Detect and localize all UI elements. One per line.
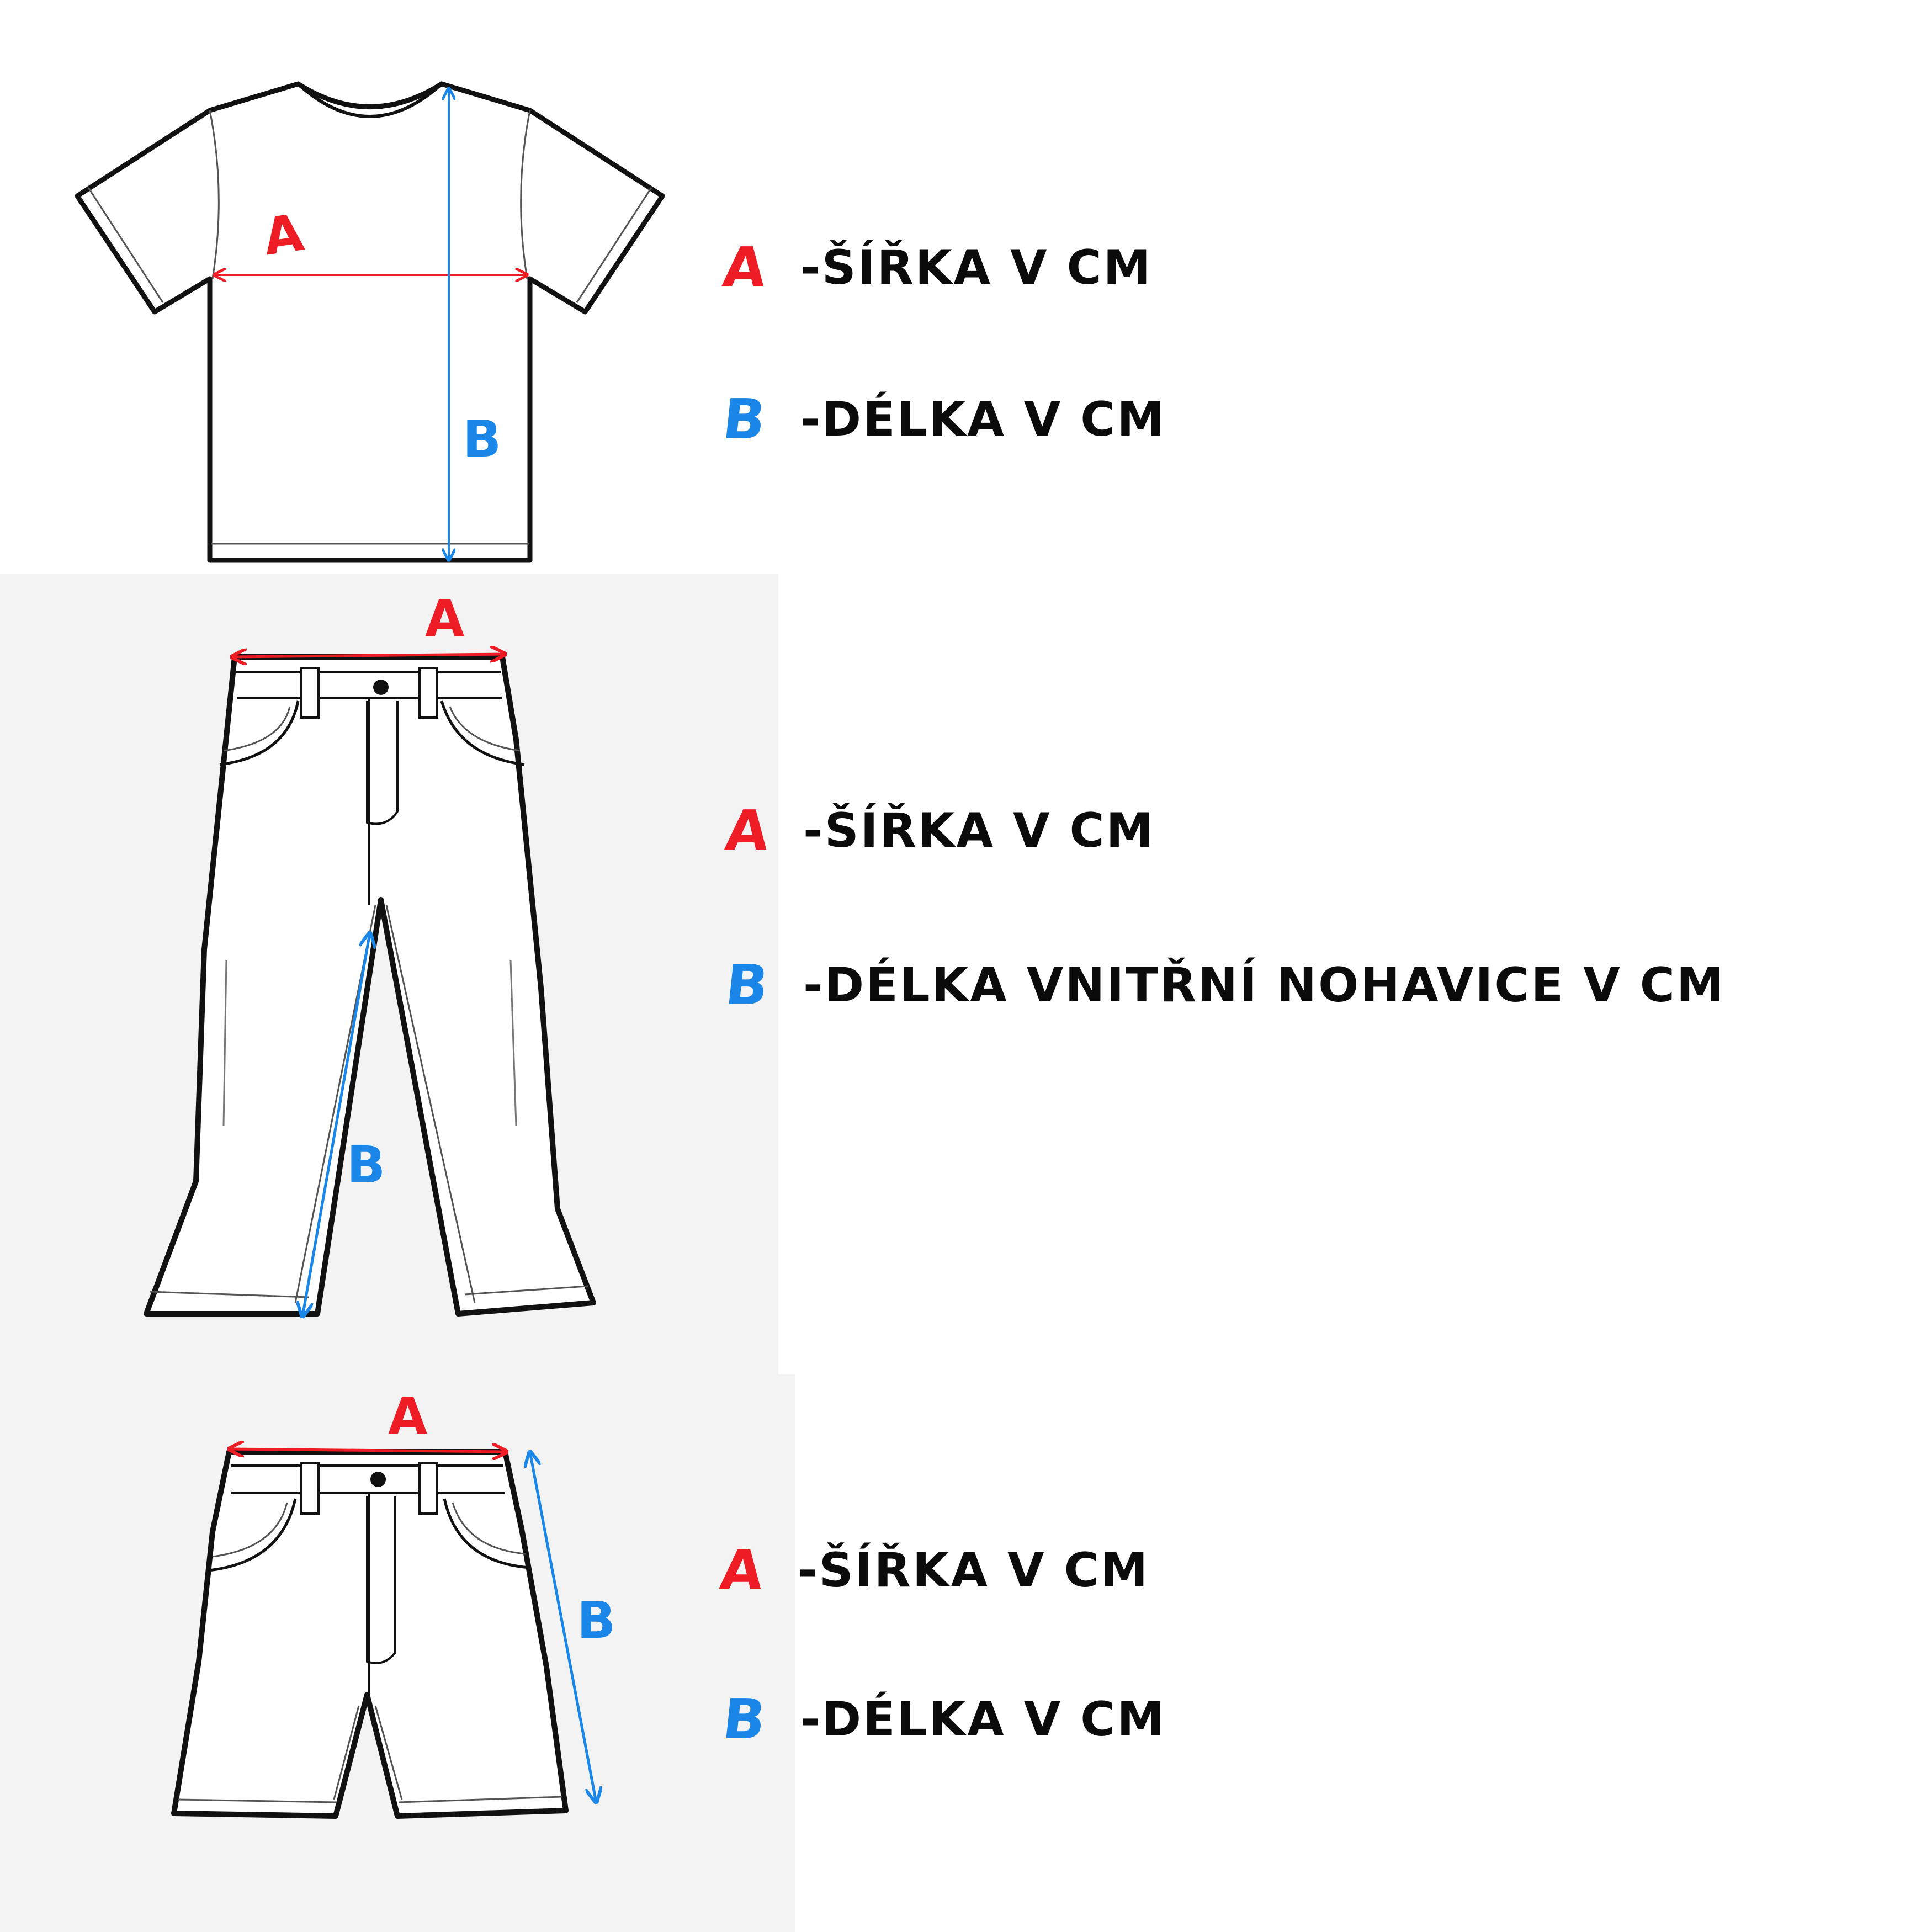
legend-text-length: -DÉLKA V CM: [800, 1692, 1166, 1747]
shorts-legend-row-a: A -ŠÍŘKA V CM: [716, 1538, 1150, 1602]
tshirt-label-b: B: [463, 410, 502, 469]
pants-width-arrow: [232, 654, 505, 657]
shorts-length-arrow: [530, 1452, 596, 1802]
tshirt-legend-row-b: B -DÉLKA V CM: [719, 387, 1166, 452]
pants-label-b: B: [347, 1135, 386, 1195]
legend-letter-a: A: [719, 235, 769, 300]
legend-letter-b: B: [719, 387, 769, 452]
legend-letter-b: B: [719, 1687, 769, 1751]
shorts-illustration: [171, 1374, 795, 1819]
pants-inseam-arrow: [302, 933, 370, 1317]
tshirt-label-a: A: [259, 203, 307, 267]
shorts-width-arrow: [229, 1449, 507, 1452]
legend-text-inseam: -DÉLKA VNITŘNÍ NOHAVICE V CM: [803, 958, 1726, 1013]
legend-text-length: -DÉLKA V CM: [800, 392, 1166, 447]
legend-letter-a: A: [716, 1538, 767, 1602]
shorts-legend-row-b: B -DÉLKA V CM: [719, 1687, 1166, 1751]
tshirt-illustration: [75, 81, 665, 563]
legend-text-width: -ŠÍŘKA V CM: [800, 240, 1153, 295]
legend-text-width: -ŠÍŘKA V CM: [803, 803, 1155, 858]
tshirt-legend-row-a: A -ŠÍŘKA V CM: [719, 235, 1153, 300]
pants-legend-row-b: B -DÉLKA VNITŘNÍ NOHAVICE V CM: [722, 953, 1726, 1017]
pants-illustration: [144, 574, 596, 1374]
pants-legend-row-a: A -ŠÍŘKA V CM: [722, 798, 1155, 863]
pants-label-a: A: [425, 589, 465, 648]
shorts-label-a: A: [388, 1387, 428, 1446]
legend-letter-a: A: [722, 798, 772, 863]
shorts-label-b: B: [577, 1591, 616, 1650]
legend-text-width: -ŠÍŘKA V CM: [798, 1543, 1150, 1598]
legend-letter-b: B: [722, 953, 772, 1017]
